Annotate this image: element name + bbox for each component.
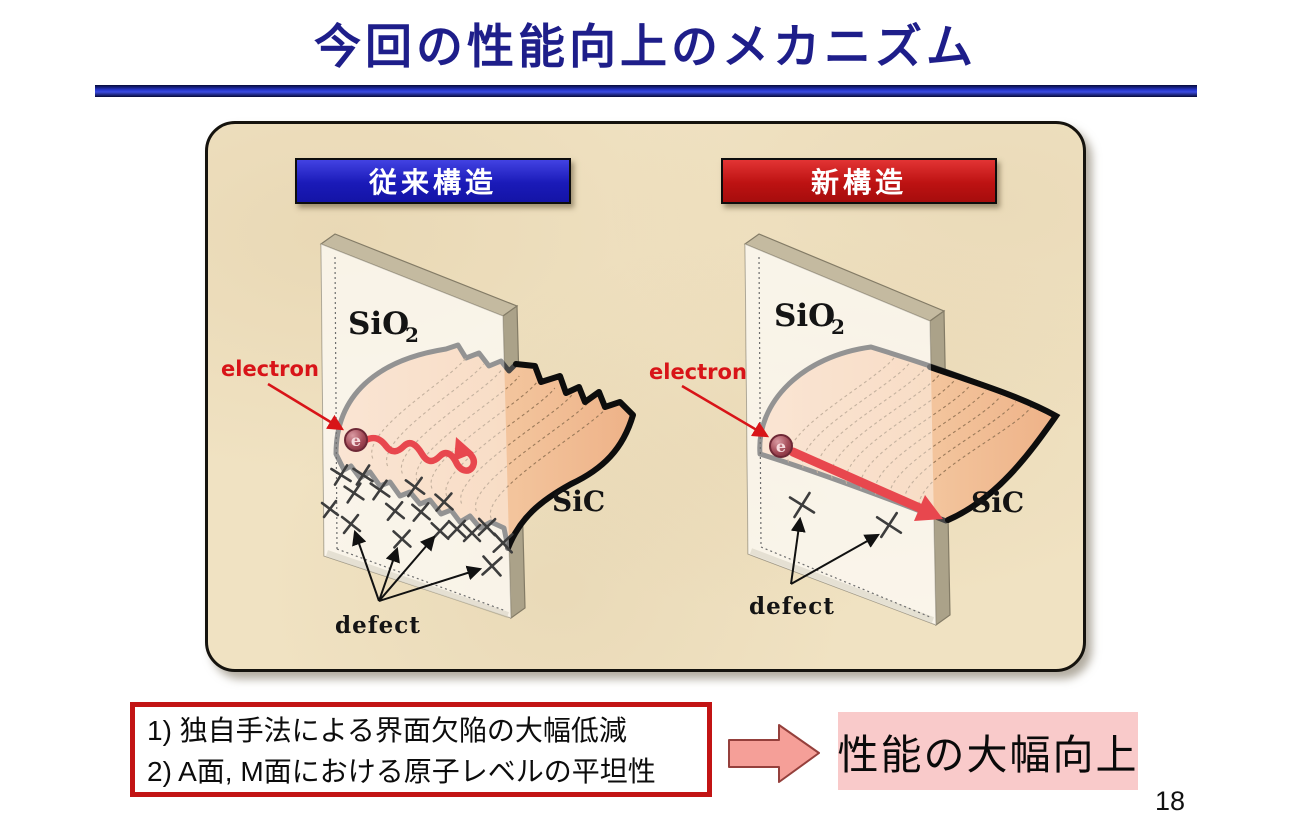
- left-diagram: defect SiO 2 e electron SiC: [221, 233, 636, 639]
- diagram-panel: defect SiO 2 e electron SiC: [205, 121, 1086, 672]
- left-electron-pointer: [267, 382, 345, 431]
- sheet-contour-line: [445, 387, 556, 497]
- right-defect-label: defect: [749, 593, 835, 620]
- defect-mark: [875, 511, 903, 539]
- defect-mark: [788, 491, 816, 519]
- result-arrow-icon: [728, 724, 820, 783]
- defect-mark: [477, 517, 497, 537]
- right-slab-hidden-edge-bottom: [760, 546, 931, 618]
- sheet-contour-line: [430, 381, 538, 489]
- left-sheet-contours: [371, 357, 609, 519]
- structure-diagram-art: defect SiO 2 e electron SiC: [221, 233, 1061, 639]
- defect-mark: [330, 464, 352, 486]
- defect-mark: [447, 519, 467, 539]
- sheet-contour-line: [903, 401, 1017, 506]
- header-conventional-structure: 従来構造: [295, 158, 571, 204]
- left-sio2-subscript: 2: [405, 323, 419, 347]
- defect-mark: [481, 555, 503, 577]
- left-defect-pointers: [352, 529, 483, 602]
- defect-mark: [392, 529, 412, 549]
- left-defect-marks: [320, 464, 514, 577]
- right-sic-label: SiC: [971, 486, 1024, 519]
- right-electron-path-arrowhead: [914, 495, 943, 521]
- left-defect-label: defect: [335, 612, 421, 639]
- defect-mark: [320, 499, 340, 519]
- defect-mark: [352, 464, 374, 486]
- left-slab-hidden-edge: [334, 256, 338, 550]
- sheet-contour-line: [874, 390, 987, 495]
- defect-mark: [343, 482, 365, 504]
- sheet-contour-line: [460, 393, 574, 504]
- defect-mark: [404, 476, 426, 498]
- header-new-structure: 新構造: [721, 158, 997, 204]
- defect-mark: [340, 513, 362, 535]
- right-sheet-contours: [787, 356, 1032, 511]
- sheet-contour-line: [371, 357, 467, 459]
- right-sio2-label: SiO: [774, 298, 835, 334]
- defect-mark: [369, 479, 391, 501]
- left-sic-label: SiC: [552, 485, 605, 518]
- sheet-contour-line: [386, 363, 485, 467]
- left-sio2-label: SiO: [348, 306, 409, 342]
- summary-box: 1) 独自手法による界面欠陥の大幅低減 2) A面, M面における原子レベルの平…: [130, 702, 712, 797]
- right-electron-icon: [769, 434, 793, 458]
- defect-mark: [492, 532, 514, 554]
- slide-title: 今回の性能向上のメカニズム: [314, 20, 977, 73]
- right-slab-hidden-edge: [758, 256, 762, 548]
- summary-line-1: 1) 独自手法による界面欠陥の大幅低減: [147, 715, 627, 746]
- left-electron-path-arrowhead: [454, 437, 474, 461]
- left-electron-icon: [344, 428, 368, 452]
- result-box: 性能の大幅向上: [838, 712, 1138, 790]
- defect-mark: [434, 492, 454, 512]
- left-electron-symbol: e: [351, 431, 361, 450]
- left-sheet-outer-outline: [505, 361, 636, 551]
- left-electron-path: [362, 434, 477, 474]
- sheet-contour-line: [489, 405, 609, 519]
- defect-mark: [411, 502, 431, 522]
- page-number: 18: [1155, 786, 1186, 816]
- right-electron-path: [788, 447, 927, 514]
- defect-mark: [462, 523, 482, 543]
- right-electron-symbol: e: [776, 437, 786, 456]
- right-defect-marks: [788, 491, 903, 539]
- right-sio2-subscript: 2: [831, 315, 845, 339]
- right-slab-bottom-edge: [749, 548, 935, 623]
- left-slab-bottom-edge: [326, 550, 509, 618]
- right-diagram: defect SiO 2 e electron SiC: [649, 233, 1061, 627]
- right-defect-pointers: [790, 516, 880, 585]
- defect-mark: [384, 500, 406, 522]
- title-underline-bar: [95, 85, 1197, 97]
- sheet-contour-line: [889, 395, 1002, 501]
- left-electron-label: electron: [221, 357, 319, 381]
- sheet-contour-line: [860, 384, 971, 490]
- sheet-contour-line: [918, 407, 1032, 511]
- right-electron-pointer: [681, 384, 770, 438]
- right-sheet-outer-outline: [927, 364, 1061, 523]
- summary-line-2: 2) A面, M面における原子レベルの平坦性: [147, 756, 656, 787]
- right-electron-label: electron: [649, 360, 747, 384]
